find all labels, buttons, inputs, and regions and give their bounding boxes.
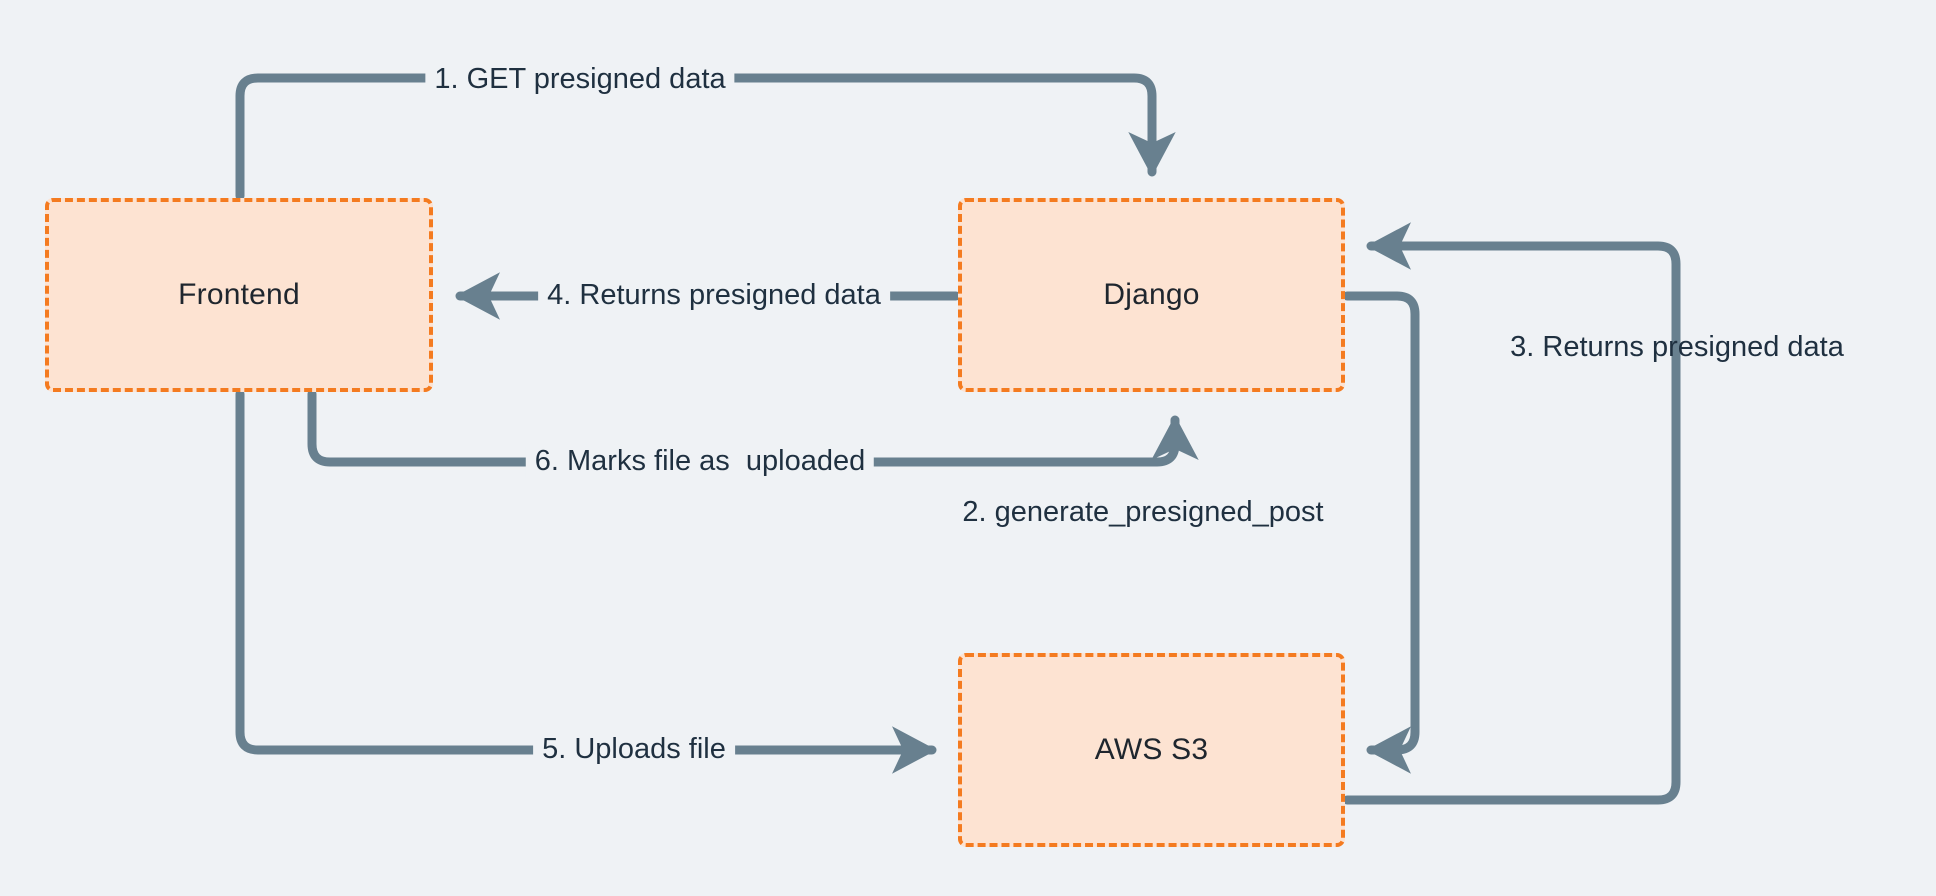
node-aws-s3-label: AWS S3 [1094,733,1209,766]
edge-path-2 [1342,291,1420,774]
edge-label-4: 4. Returns presigned data [538,279,890,312]
edge-label-3: 3. Returns presigned data [1510,331,1844,364]
node-frontend-label: Frontend [178,278,300,311]
node-django[interactable]: Django [958,198,1345,392]
edge-label-2: 2. generate_presigned_post [962,496,1324,529]
edge-label-1: 1. GET presigned data [425,63,735,96]
node-frontend[interactable]: Frontend [45,198,433,392]
edge-label-6: 6. Marks file as uploaded [525,445,875,478]
node-django-label: Django [1103,278,1200,311]
edge-path-3 [1342,222,1681,805]
edge-label-5: 5. Uploads file [533,733,735,766]
edge-path-5 [235,389,937,774]
node-aws-s3[interactable]: AWS S3 [958,653,1345,847]
